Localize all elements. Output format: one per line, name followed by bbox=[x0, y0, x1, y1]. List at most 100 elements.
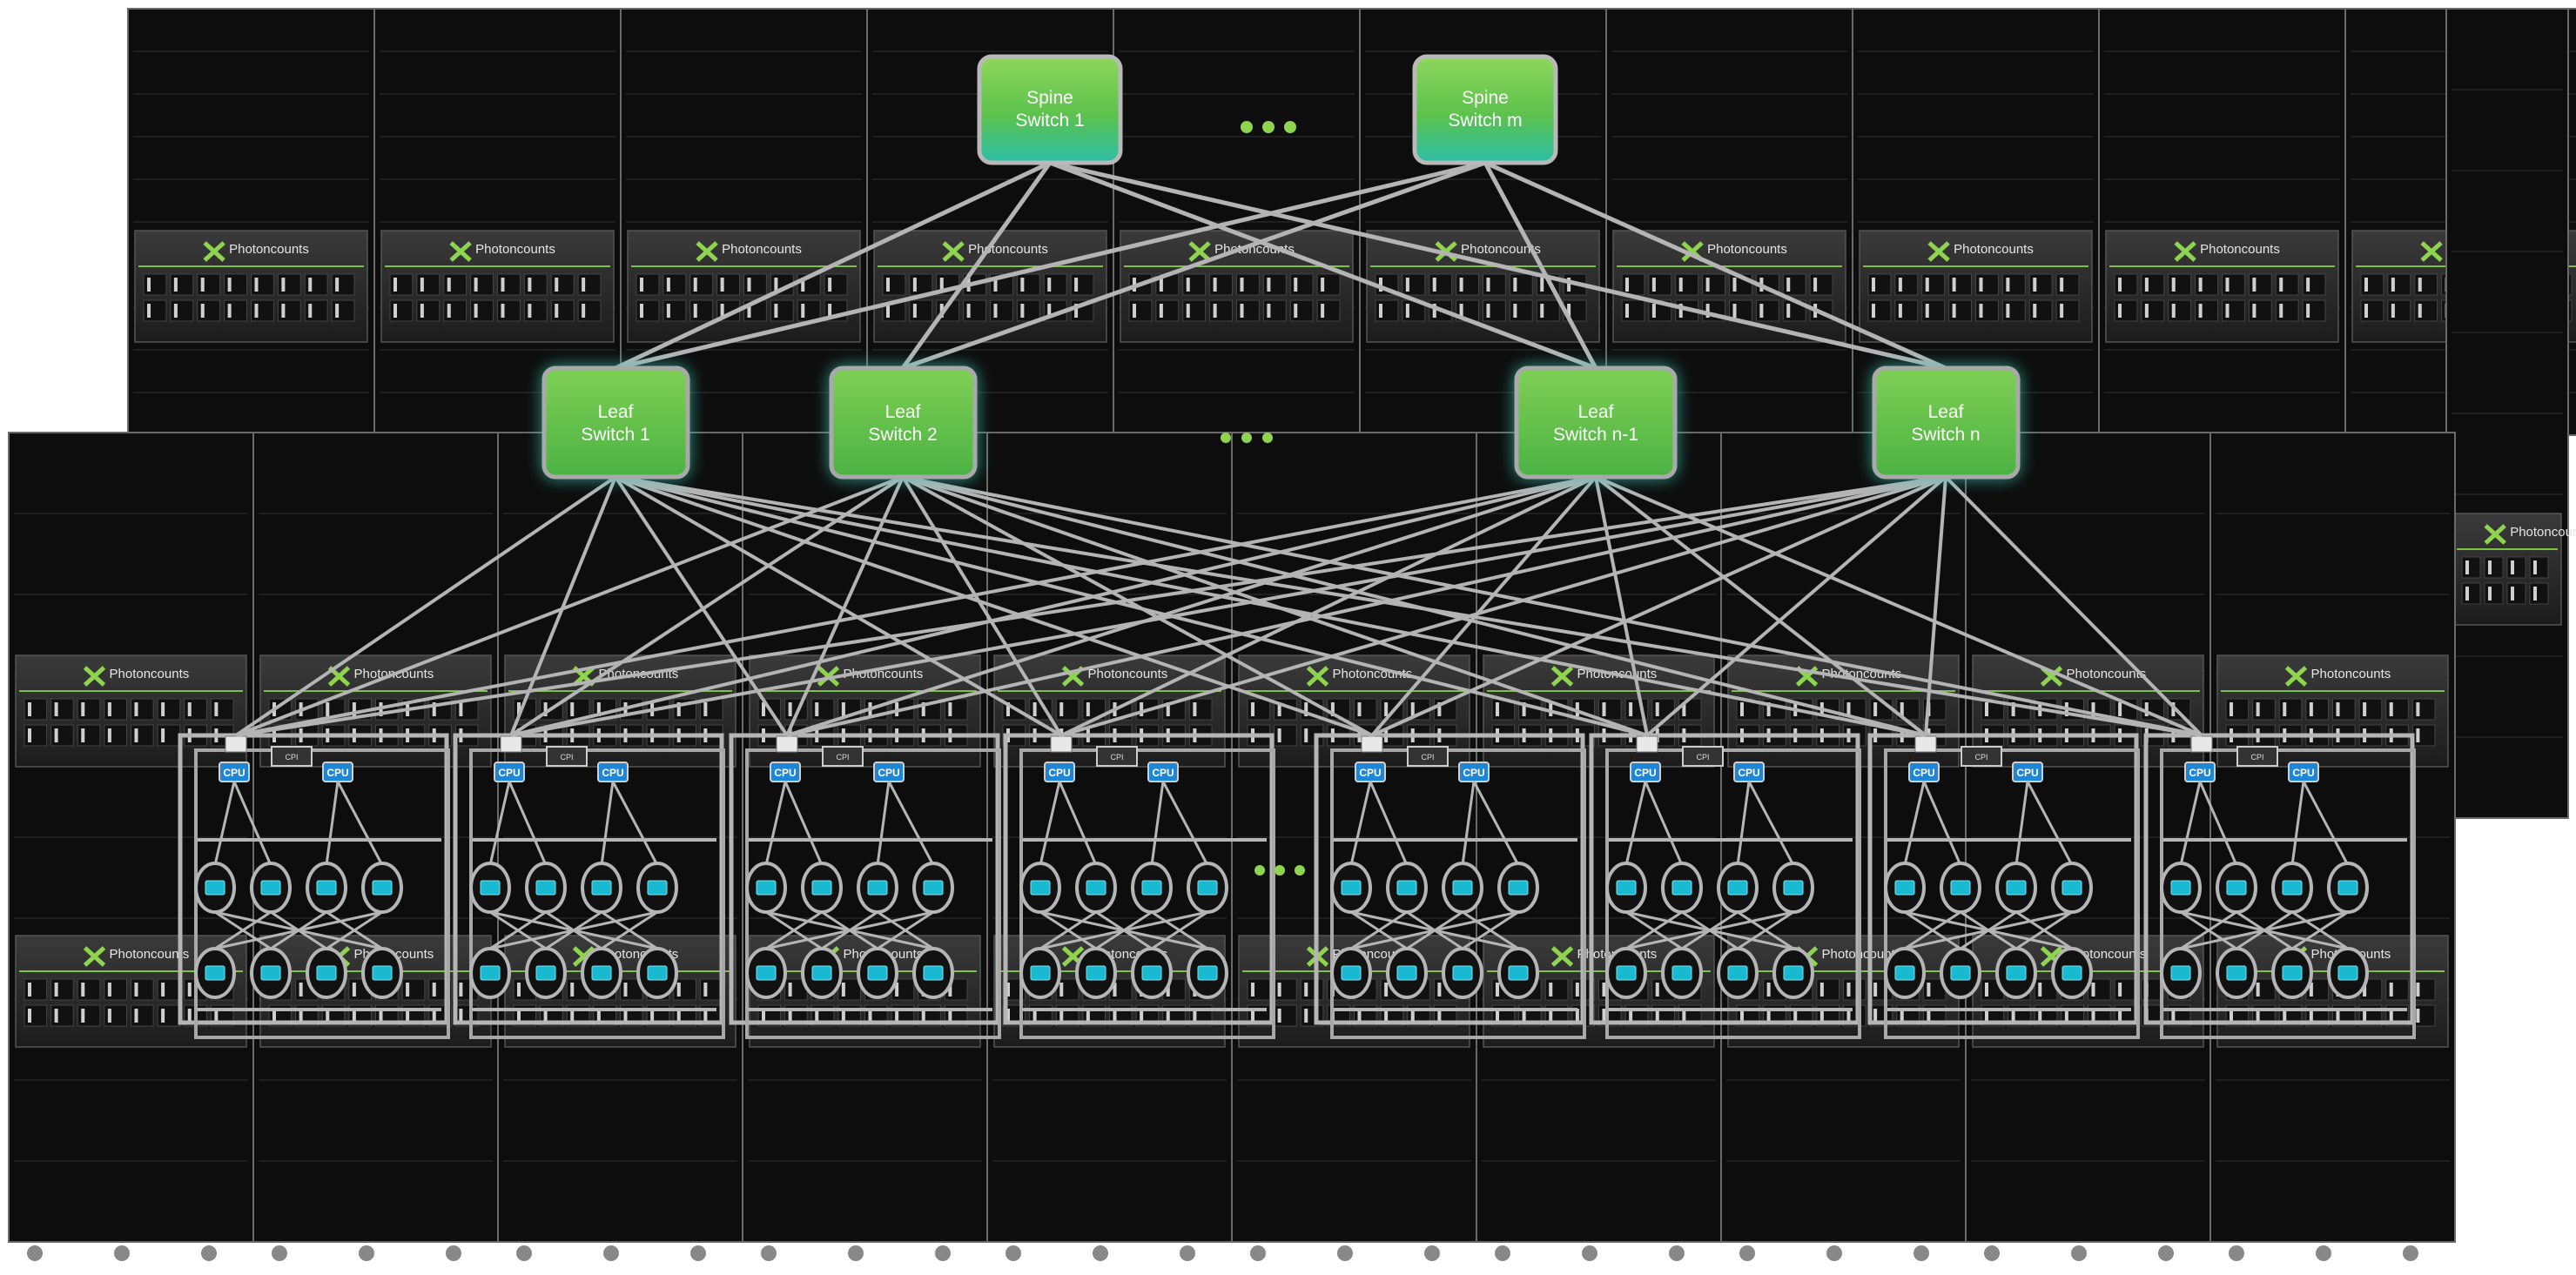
accent-line bbox=[998, 690, 1221, 692]
drive-handle bbox=[379, 1009, 383, 1023]
drive-handle bbox=[1819, 1009, 1824, 1023]
brand-logo-icon bbox=[2174, 241, 2196, 262]
leaf-switch-2[interactable]: Leaf Switch 2 bbox=[829, 366, 978, 480]
drive-handle bbox=[2416, 702, 2420, 716]
gpu-nvlink bbox=[765, 910, 823, 950]
drive-handle bbox=[1384, 702, 1389, 716]
drive-bay bbox=[2055, 299, 2080, 322]
drive-handle bbox=[1294, 304, 1298, 318]
cpu-gpu-link bbox=[1736, 781, 1751, 866]
leaf-switch-1[interactable]: Leaf Switch 1 bbox=[541, 366, 690, 480]
drive-bay bbox=[2114, 299, 2138, 322]
gpu-nvlink bbox=[2180, 910, 2237, 950]
gpu-chip-icon bbox=[2061, 965, 2082, 981]
drive-bay bbox=[699, 978, 723, 1001]
drive-handle bbox=[1522, 1009, 1526, 1023]
drive-handle bbox=[1740, 702, 1744, 716]
leaf-switch-2-line1: Leaf bbox=[885, 402, 921, 422]
drive-handle bbox=[1602, 983, 1606, 997]
drive-handle bbox=[161, 728, 165, 742]
gpu-chip-icon bbox=[756, 965, 777, 981]
spine-switch-1[interactable]: Spine Switch 1 bbox=[977, 54, 1123, 165]
drive-bay bbox=[1300, 978, 1324, 1001]
drive-handle bbox=[187, 1009, 192, 1023]
brand-logo-icon bbox=[1927, 241, 1950, 262]
drive-handle bbox=[107, 702, 111, 716]
brand-logo-icon bbox=[2420, 241, 2443, 262]
gpu-chip-icon bbox=[647, 880, 668, 896]
drive-handle bbox=[1437, 1009, 1442, 1023]
leaf-server-link bbox=[1060, 475, 1947, 737]
cpu-gpu-link bbox=[336, 781, 384, 866]
cpu-gpu-link bbox=[2302, 781, 2350, 866]
gpu-chip-icon bbox=[1141, 880, 1162, 896]
drive-handle bbox=[147, 278, 151, 292]
drive-bay bbox=[1289, 299, 1314, 322]
leaf-switch-1-line1: Leaf bbox=[598, 402, 634, 422]
drive-bay bbox=[2248, 299, 2272, 322]
drive-handle bbox=[2225, 278, 2230, 292]
gpu-chip-icon bbox=[591, 880, 612, 896]
leaf-switch-n[interactable]: Leaf Switch n bbox=[1872, 366, 2021, 480]
gpu-chip-icon bbox=[2282, 965, 2303, 981]
leaf-switch-n-1[interactable]: Leaf Switch n-1 bbox=[1514, 366, 1678, 480]
drive-handle bbox=[596, 702, 601, 716]
drive-bay bbox=[497, 273, 521, 296]
gpu-nvlink bbox=[489, 910, 658, 950]
drive-bay bbox=[577, 273, 602, 296]
drive-handle bbox=[1602, 1009, 1606, 1023]
drive-handle bbox=[2389, 702, 2393, 716]
accent-line bbox=[2109, 265, 2335, 267]
drive-handle bbox=[1330, 702, 1335, 716]
gpu-chip-icon bbox=[647, 965, 668, 981]
gpu-nvlink bbox=[1737, 910, 1794, 950]
drive-handle bbox=[1567, 304, 1571, 318]
drive-handle bbox=[1813, 278, 1818, 292]
drive-handle bbox=[2306, 304, 2310, 318]
spine-switch-m[interactable]: Spine Switch m bbox=[1412, 54, 1558, 165]
leaf-server-link bbox=[1060, 475, 1597, 737]
drive-bay bbox=[1867, 273, 1892, 296]
drive-handle bbox=[501, 304, 505, 318]
drive-handle bbox=[1496, 983, 1499, 997]
cpu-label: CPU bbox=[1152, 767, 1174, 779]
drive-handle bbox=[1786, 304, 1791, 318]
drive-handle bbox=[1575, 1009, 1579, 1023]
drive-bay bbox=[24, 978, 48, 1001]
drive-bay bbox=[2222, 273, 2245, 296]
drive-handle bbox=[921, 1009, 925, 1023]
drive-handle bbox=[1405, 304, 1409, 318]
gpu-chip-icon bbox=[1396, 965, 1417, 981]
gpu-chip-icon bbox=[1341, 880, 1362, 896]
gpu-chip-icon bbox=[1616, 965, 1637, 981]
accent-line bbox=[508, 690, 732, 692]
drive-bay bbox=[1536, 299, 1560, 322]
drive-handle bbox=[2091, 1009, 2095, 1023]
drive-handle bbox=[788, 983, 792, 997]
drive-bay bbox=[1209, 299, 1233, 322]
drive-bay bbox=[443, 273, 467, 296]
drive-handle bbox=[1873, 702, 1878, 716]
drive-handle bbox=[1655, 983, 1659, 997]
drive-bay bbox=[636, 273, 660, 296]
gpu-chip-icon bbox=[1508, 880, 1529, 896]
drive-handle bbox=[1549, 1009, 1553, 1023]
gpu-nvlink bbox=[489, 910, 547, 950]
drive-handle bbox=[281, 304, 286, 318]
drive-handle bbox=[1629, 1009, 1633, 1023]
gpu-chip-icon bbox=[2337, 880, 2358, 896]
drive-bay bbox=[1509, 273, 1533, 296]
drive-bay bbox=[1755, 299, 1779, 322]
drive-handle bbox=[227, 278, 232, 292]
gpu-chip-icon bbox=[480, 965, 501, 981]
caster-icon bbox=[1495, 1245, 1510, 1261]
drive-handle bbox=[1952, 278, 1956, 292]
gpu-chip-icon bbox=[1894, 880, 1915, 896]
rack-server: Photoncounts bbox=[2452, 513, 2576, 626]
drive-handle bbox=[134, 1009, 138, 1023]
drive-handle bbox=[2171, 702, 2176, 716]
drive-handle bbox=[801, 278, 805, 292]
caster-icon bbox=[272, 1245, 287, 1261]
